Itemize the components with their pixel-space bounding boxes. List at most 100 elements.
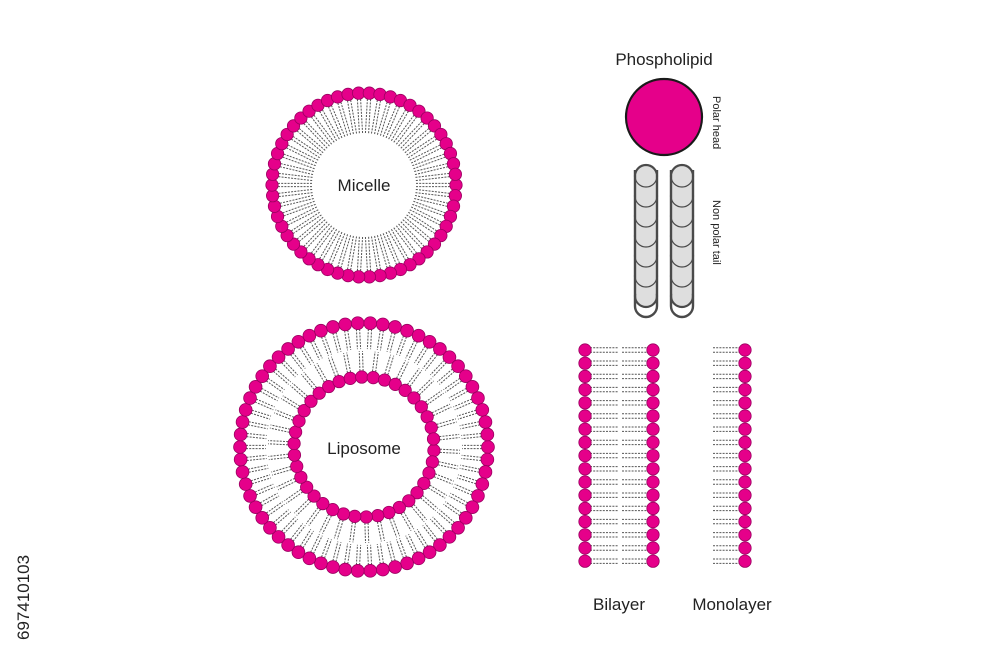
lipid-head (414, 400, 428, 414)
lipid-head (243, 391, 257, 405)
lipid-tail (302, 530, 314, 549)
lipid-head (578, 409, 592, 423)
lipid-tail (300, 373, 315, 390)
lipid-tail (292, 135, 322, 156)
lipid-tail (319, 111, 338, 142)
lipid-head (738, 382, 752, 397)
lipid-tail (387, 355, 395, 375)
lipid-tail (296, 130, 324, 154)
lipid-tail (283, 518, 299, 534)
lipid-tail (336, 519, 344, 540)
lipid-tail (396, 539, 404, 559)
lipid-head (578, 448, 592, 463)
lipid-tail (255, 398, 275, 408)
lipid-tail (432, 362, 447, 378)
lipid-tail (347, 330, 352, 350)
lipid-head (281, 342, 295, 356)
lipid-tail (275, 511, 292, 526)
lipid-tail (409, 209, 441, 226)
lipid-head (375, 562, 390, 577)
lipid-tail (439, 448, 460, 451)
non-polar-tail-label: Non polar tail (710, 200, 722, 265)
lipid-tail (283, 360, 299, 376)
lipid-tail (286, 491, 303, 504)
lipid-tail (324, 539, 332, 559)
lipid-tail (302, 345, 314, 364)
lipid-tail (298, 219, 326, 242)
lipid-head (471, 391, 485, 405)
lipid-head (646, 369, 660, 383)
lipid-tail (375, 351, 379, 372)
lipid-tail (445, 380, 463, 393)
lipid-tail (272, 469, 292, 476)
lipid-tail (422, 352, 436, 369)
lipid-head (287, 448, 302, 462)
lipid-tail (424, 354, 438, 371)
lipid-tail (390, 228, 409, 259)
lipid-tail (303, 221, 328, 247)
lipid-tail (380, 521, 385, 541)
lipid-head (578, 435, 592, 449)
lipid-tail (415, 172, 450, 178)
lipid-head (738, 528, 752, 542)
lipid-head (433, 342, 447, 356)
lipid-tail (290, 211, 320, 232)
lipid-tail (370, 236, 378, 271)
lipid-tail (374, 100, 382, 135)
lipid-head (422, 545, 437, 560)
lipid-tail (269, 427, 290, 433)
lipid-tail (370, 544, 373, 565)
lipid-tail (424, 523, 438, 540)
lipid-head (738, 541, 752, 555)
lipid-tail (303, 371, 317, 388)
lipid-tail (330, 233, 346, 265)
lipid-head (382, 505, 396, 520)
lipid-head (307, 489, 321, 503)
lipid-head (359, 510, 373, 524)
lipid-head (235, 465, 250, 479)
lipid-tail (459, 467, 480, 473)
lipid-tail (445, 501, 463, 514)
lipid-tail (286, 206, 318, 223)
lipid-tail (359, 329, 362, 350)
lipid-tail (406, 368, 420, 385)
lipid-tail (414, 163, 448, 172)
lipid-tail (282, 156, 315, 170)
lipid-head (233, 452, 248, 467)
lipid-tail (268, 443, 289, 446)
lipid-head (738, 369, 752, 383)
lipid-tail (461, 436, 482, 440)
lipid-head (422, 466, 436, 480)
lipid-tail (276, 477, 295, 488)
lipid-tail (292, 214, 322, 235)
lipid-head (410, 486, 424, 500)
lipid-tail (412, 153, 445, 167)
lipid-head (646, 448, 660, 463)
lipid-tail (393, 227, 415, 256)
lipid-tail (319, 514, 330, 533)
lipid-tail (416, 378, 432, 393)
lipid-tail (344, 330, 349, 351)
lipid-head (646, 343, 660, 357)
lipid-tail (414, 198, 448, 207)
lipid-head (578, 396, 592, 410)
lipid-tail (337, 234, 349, 268)
lipid-tail (443, 377, 461, 391)
lipid-tail (321, 230, 340, 261)
lipid-head (343, 371, 357, 385)
lipid-head (291, 334, 306, 349)
lipid-tail (414, 194, 449, 204)
lipid-tail (290, 138, 320, 159)
lipid-tail (340, 102, 352, 135)
lipid-head (424, 421, 438, 435)
lipid-head (402, 494, 416, 508)
lipid-head (442, 530, 457, 544)
lipid-head (248, 500, 263, 514)
lipid-tail (399, 336, 407, 356)
lipid-tail (278, 172, 313, 178)
lipid-tail (279, 166, 314, 176)
lipid-tail (350, 236, 358, 271)
lipid-head (646, 488, 660, 502)
lipid-tail (437, 421, 457, 428)
lipid-tail (457, 412, 478, 420)
